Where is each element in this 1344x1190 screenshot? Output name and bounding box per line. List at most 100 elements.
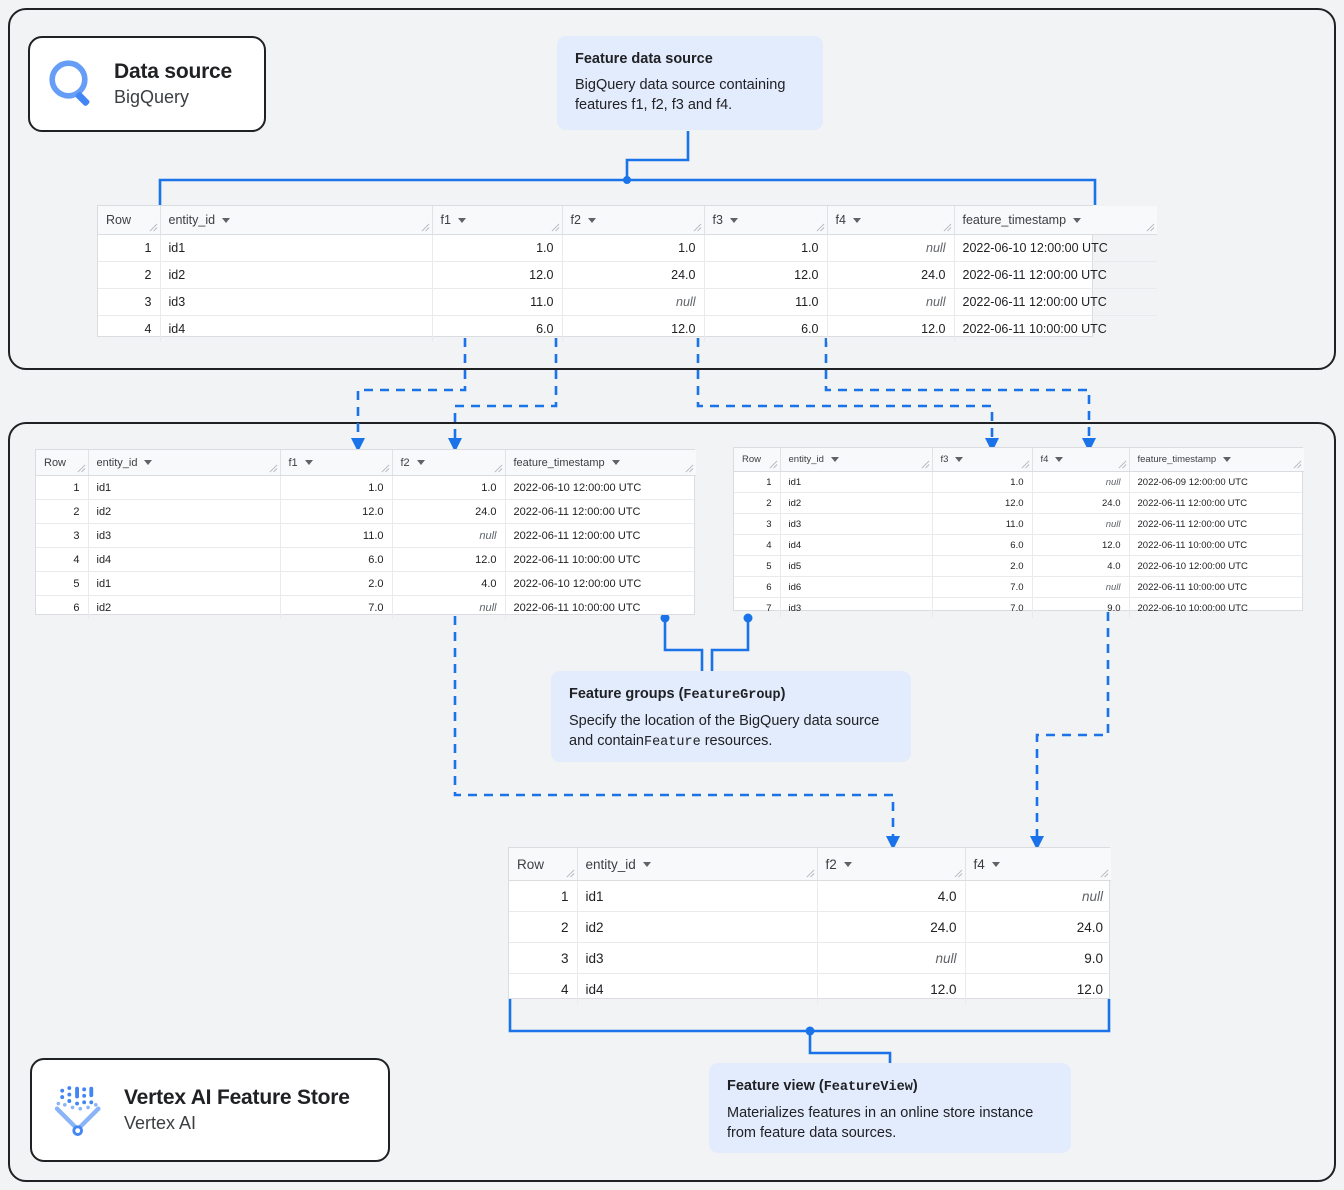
column-header-label: f1 <box>441 213 466 227</box>
cell-row-number: 2 <box>509 911 578 943</box>
cell-entity-id: id3 <box>780 513 933 535</box>
cell-entity-id: id3 <box>88 523 281 548</box>
column-header-f3[interactable]: f3 <box>704 206 828 235</box>
cell-f1: 12.0 <box>432 261 563 289</box>
chevron-down-icon <box>1073 217 1082 223</box>
column-header-feature-timestamp[interactable]: feature_timestamp <box>1129 448 1304 472</box>
column-header-f2[interactable]: f2 <box>562 206 705 235</box>
callout-feature-groups-body-part1: Specify the location of the BigQuery dat… <box>569 712 880 750</box>
badge-vertex-title: Vertex AI Feature Store <box>124 1086 350 1110</box>
column-header-feature-timestamp[interactable]: feature_timestamp <box>505 450 696 476</box>
column-header-f4[interactable]: f4 <box>1032 448 1130 472</box>
column-header-label: f4 <box>1041 454 1064 465</box>
cell-f2: 24.0 <box>562 261 705 289</box>
chevron-down-icon <box>222 217 231 223</box>
cell-feature-timestamp: 2022-06-11 12:00:00 UTC <box>505 523 696 548</box>
cell-entity-id: id4 <box>780 534 933 556</box>
cell-f3: 7.0 <box>932 576 1033 598</box>
chevron-down-icon <box>587 217 596 223</box>
cell-feature-timestamp: 2022-06-10 12:00:00 UTC <box>954 234 1157 262</box>
cell-f2: 12.0 <box>817 973 966 1004</box>
cell-feature-timestamp: 2022-06-11 12:00:00 UTC <box>1129 513 1304 535</box>
cell-f2: 24.0 <box>392 499 506 524</box>
column-header-entity-id[interactable]: entity_id <box>160 206 433 235</box>
cell-entity-id: id1 <box>160 234 433 262</box>
cell-f2: 1.0 <box>562 234 705 262</box>
callout-feature-groups-title-close: ) <box>780 686 786 702</box>
chevron-down-icon <box>843 861 852 867</box>
cell-f3: 2.0 <box>932 555 1033 577</box>
cell-f4: 24.0 <box>1032 492 1130 514</box>
column-header-label: f2 <box>826 857 852 872</box>
callout-feature-groups-title-plain: Feature groups ( <box>569 686 684 702</box>
cell-row-number: 6 <box>734 576 781 598</box>
badge-vertex-text: Vertex AI Feature Store Vertex AI <box>124 1086 350 1133</box>
cell-feature-timestamp: 2022-06-11 10:00:00 UTC <box>962 322 1107 336</box>
cell-f4: 24.0 <box>827 261 955 289</box>
callout-feature-groups-body: Specify the location of the BigQuery dat… <box>569 711 893 753</box>
column-header-f4[interactable]: f4 <box>965 848 1111 881</box>
cell-f2: 1.0 <box>392 475 506 500</box>
column-header-row[interactable]: Row <box>98 206 161 235</box>
cell-entity-id: id3 <box>780 597 933 618</box>
cell-row-number: 1 <box>734 471 781 493</box>
column-header-f2[interactable]: f2 <box>392 450 506 476</box>
cell-feature-timestamp: 2022-06-10 12:00:00 UTC <box>505 475 696 500</box>
cell-f4: null <box>827 234 955 262</box>
column-header-label: entity_id <box>97 457 153 469</box>
cell-entity-id: id5 <box>780 555 933 577</box>
cell-entity-id: id4 <box>577 973 818 1004</box>
column-header-f2[interactable]: f2 <box>817 848 966 881</box>
cell-feature-timestamp: 2022-06-11 10:00:00 UTC <box>505 547 696 572</box>
callout-feature-data-source-title: Feature data source <box>575 51 713 67</box>
cell-f3: 11.0 <box>932 513 1033 535</box>
column-header-label: Row <box>106 213 132 227</box>
cell-feature-timestamp: 2022-06-10 12:00:00 UTC <box>1129 555 1304 577</box>
callout-feature-view-title-plain: Feature view ( <box>727 1078 824 1094</box>
column-header-entity-id[interactable]: entity_id <box>88 450 281 476</box>
column-header-entity-id[interactable]: entity_id <box>780 448 933 472</box>
column-header-row[interactable]: Row <box>509 848 578 881</box>
column-header-f3[interactable]: f3 <box>932 448 1033 472</box>
column-header-f4[interactable]: f4 <box>827 206 955 235</box>
cell-f4: 12.0 <box>1076 981 1103 997</box>
cell-entity-id: id3 <box>577 942 818 974</box>
badge-bigquery: Data source BigQuery <box>28 36 266 132</box>
callout-feature-data-source: Feature data source BigQuery data source… <box>557 36 823 130</box>
cell-feature-timestamp: 2022-06-11 12:00:00 UTC <box>954 261 1157 289</box>
column-header-row[interactable]: Row <box>36 450 89 476</box>
column-header-feature-timestamp[interactable]: feature_timestamp <box>954 206 1157 235</box>
cell-row-number: 3 <box>98 288 161 316</box>
cell-f4: null <box>1032 576 1130 598</box>
column-header-label: f2 <box>401 457 425 469</box>
cell-f3: 11.0 <box>704 288 828 316</box>
cell-f1: 11.0 <box>432 288 563 316</box>
cell-f1: 6.0 <box>280 547 393 572</box>
cell-row-number: 1 <box>509 880 578 912</box>
cell-f2: 4.0 <box>817 880 966 912</box>
cell-row-number: 6 <box>36 595 89 619</box>
cell-f2: 12.0 <box>392 547 506 572</box>
chevron-down-icon <box>304 460 313 465</box>
column-header-f1[interactable]: f1 <box>280 450 393 476</box>
callout-feature-view-body: Materializes features in an online store… <box>727 1104 1034 1142</box>
column-header-entity-id[interactable]: entity_id <box>577 848 818 881</box>
cell-entity-id: id2 <box>577 911 818 943</box>
column-header-row[interactable]: Row <box>734 448 781 472</box>
cell-f3: 6.0 <box>932 534 1033 556</box>
cell-f1: 2.0 <box>280 571 393 596</box>
column-header-f1[interactable]: f1 <box>432 206 563 235</box>
cell-f2: null <box>562 288 705 316</box>
cell-f3: 12.0 <box>704 261 828 289</box>
